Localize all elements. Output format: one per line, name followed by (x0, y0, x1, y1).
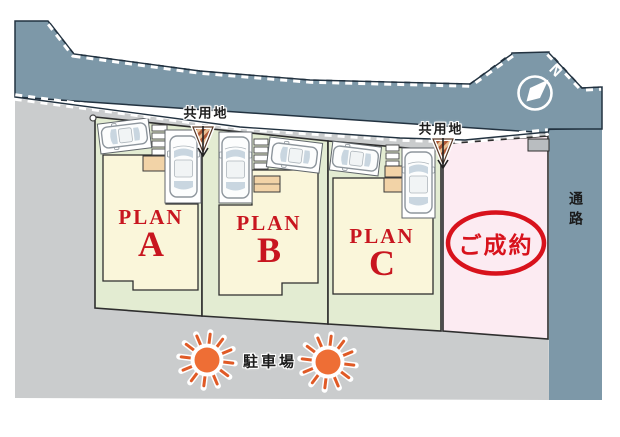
porch-a (142, 155, 168, 172)
sold-stamp-oval (445, 210, 547, 276)
porch-c (383, 165, 405, 193)
parking-space-b-side (218, 131, 253, 204)
common-area-label-1: 共用地 (183, 105, 229, 121)
parking-area-label: 駐車場 (242, 353, 298, 371)
plot-b-label-letter: B (256, 229, 282, 270)
utility-marker (89, 114, 97, 122)
common-area-arrow-icon (430, 137, 456, 170)
plot-a-label-letter: A (137, 223, 164, 264)
parking-space-c-front (328, 140, 383, 177)
plot-c-label: PLAN C (349, 223, 415, 283)
passage-label: 通路 (568, 191, 584, 231)
sold-stamp-label: ご成約 (458, 232, 534, 258)
plot-b-label-prefix: PLAN (236, 210, 302, 235)
sun-icon (297, 331, 359, 393)
road-hatch-border (14, 20, 602, 144)
passage-strip (548, 127, 603, 400)
parking-space-a-side (164, 129, 202, 204)
parking-space-c-side (401, 147, 436, 219)
entrance-steps-c (385, 144, 400, 168)
plot-a-label-prefix: PLAN (118, 204, 184, 229)
car-icon (401, 151, 436, 214)
common-area-label-2: 共用地 (418, 121, 464, 137)
car-icon (166, 135, 201, 198)
car-icon (218, 136, 253, 199)
entrance-steps-a (151, 124, 168, 156)
porch-b (253, 175, 281, 193)
sold-plot-gray-block (527, 138, 550, 152)
common-area-arrow-icon (190, 125, 216, 158)
plot-a-label: PLAN A (118, 204, 184, 264)
plot-b-label: PLAN B (236, 210, 302, 270)
plot-c-label-prefix: PLAN (349, 223, 415, 248)
parking-space-a-front (96, 117, 153, 155)
plot-c-label-letter: C (368, 242, 395, 283)
sun-icon (176, 329, 238, 391)
parking-space-b-front (265, 136, 324, 174)
